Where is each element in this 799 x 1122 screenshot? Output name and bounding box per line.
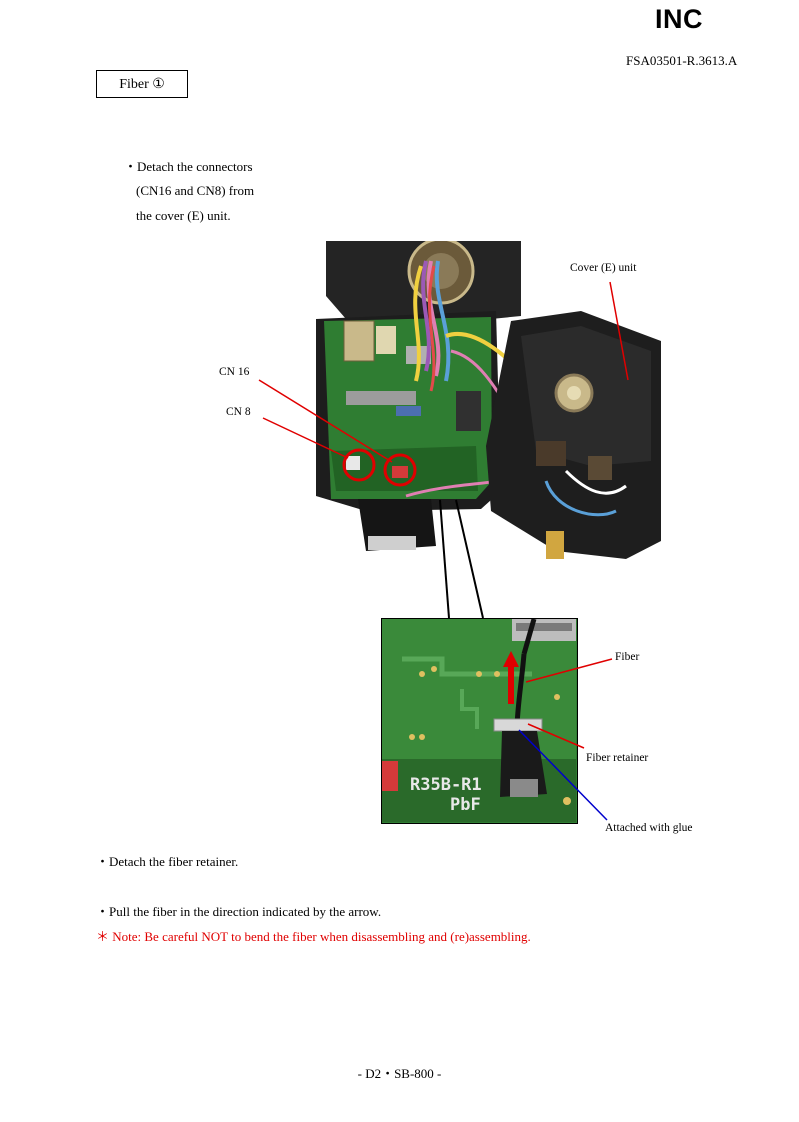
callout-cn8: CN 8: [226, 406, 251, 418]
step2: ・Detach the fiber retainer.: [96, 854, 239, 869]
callout-fiber-retainer: Fiber retainer: [586, 752, 649, 764]
callout-cn16: CN 16: [219, 366, 250, 378]
callout-cover-unit: Cover (E) unit: [570, 262, 637, 274]
step1-line2: (CN16 and CN8) from: [136, 183, 255, 198]
step3: ・Pull the fiber in the direction indicat…: [96, 904, 382, 919]
flash-unit-illustration: [306, 241, 661, 566]
document-number: FSA03501-R.3613.A: [626, 53, 738, 68]
step1-line3: the cover (E) unit.: [136, 208, 231, 223]
section-title: Fiber ①: [96, 70, 188, 98]
callout-fiber: Fiber: [615, 651, 640, 663]
caution-note: ＊ Note: Be careful NOT to bend the fiber…: [96, 929, 531, 944]
main-photo: [306, 241, 661, 566]
board-marking-1: R35B-R1: [410, 775, 482, 795]
callout-attached-glue: Attached with glue: [605, 822, 693, 834]
brand-name: INC: [655, 4, 703, 34]
step1-line1: ・Detach the connectors: [124, 159, 253, 174]
board-marking-2: PbF: [450, 795, 481, 815]
page-footer: - D2・SB-800 -: [357, 1066, 442, 1081]
